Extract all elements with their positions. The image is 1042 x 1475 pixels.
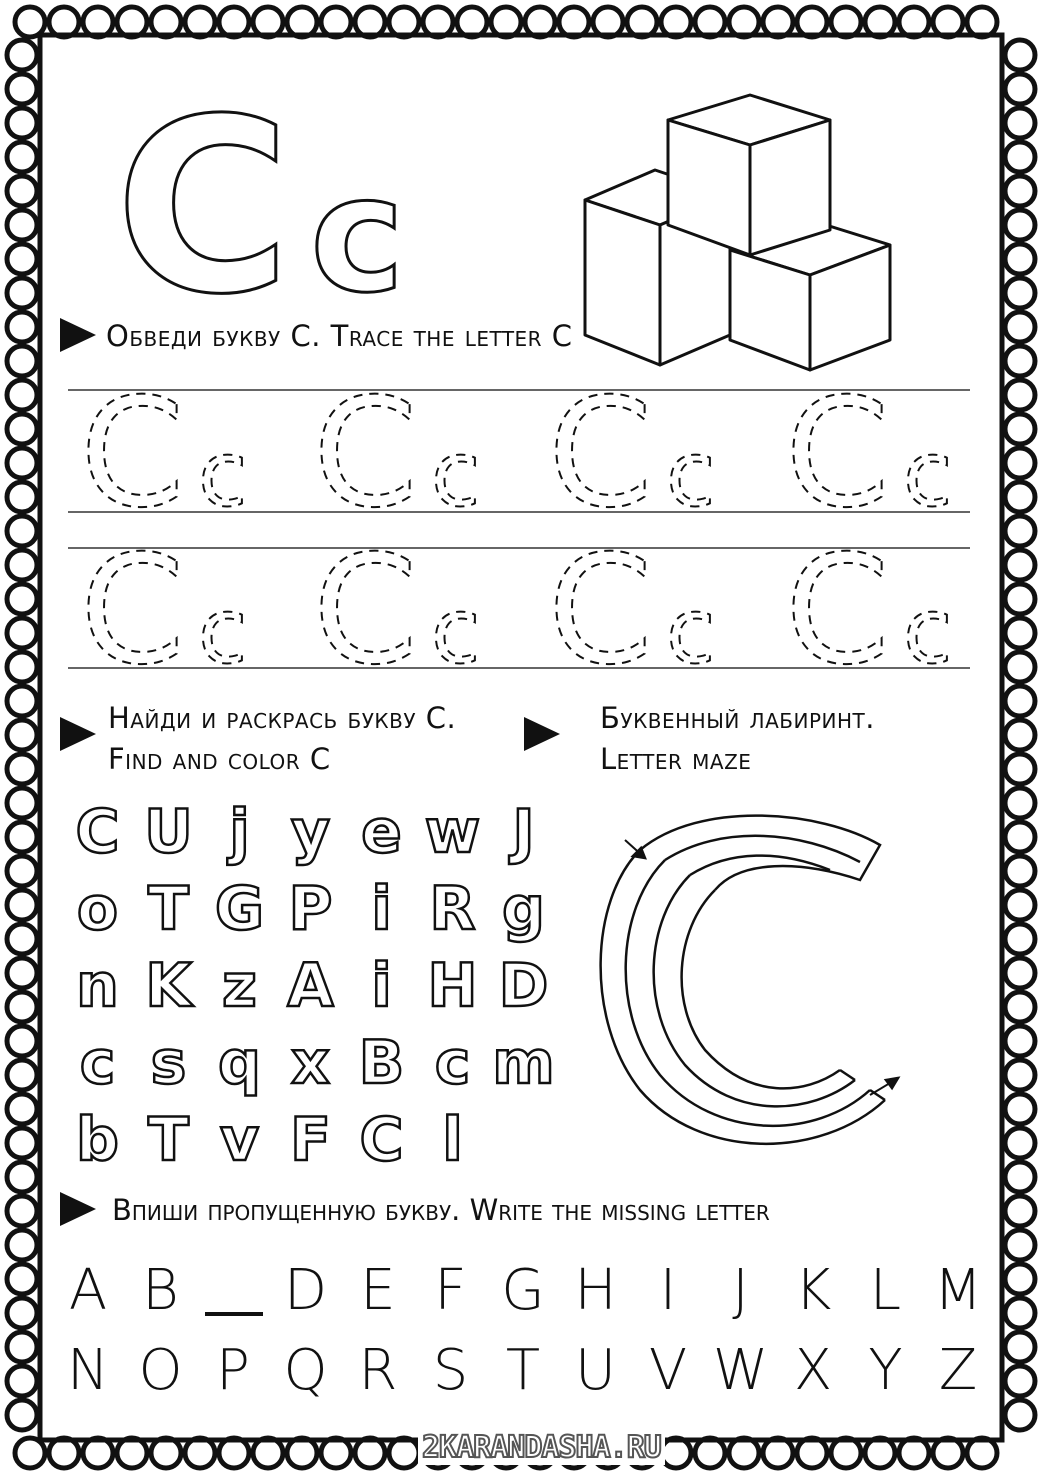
alphabet-letter: F xyxy=(434,1258,467,1323)
trace-letter-upper: C xyxy=(785,524,890,698)
letter-maze xyxy=(599,814,901,1145)
instruction-maze-line1: Буквенный лабиринт. xyxy=(600,701,875,735)
trace-letter-lower: c xyxy=(903,579,952,684)
alphabet-letter: Z xyxy=(938,1338,978,1403)
watermark: 2KARANDASHA.RU xyxy=(418,1429,665,1466)
jumble-letter: m xyxy=(492,1028,555,1098)
alphabet-letter: R xyxy=(358,1338,398,1403)
jumble-letter: l xyxy=(442,1105,463,1175)
bullet-triangle-icon xyxy=(60,1192,96,1226)
instruction-missing: Впиши пропущенную букву. Write the missi… xyxy=(112,1193,770,1227)
trace-letter-lower: c xyxy=(198,422,247,527)
alphabet-letter: Y xyxy=(868,1338,903,1403)
big-letter-upper: C xyxy=(115,67,291,347)
jumble-letter: g xyxy=(502,874,545,944)
jumble-letter: y xyxy=(291,797,330,867)
bullet-triangle-icon xyxy=(524,717,560,751)
jumble-letter: n xyxy=(76,951,119,1021)
cubes-illustration xyxy=(583,93,892,372)
trace-letter-upper: C xyxy=(548,524,653,698)
jumble-letter: A xyxy=(287,951,334,1021)
bullet-triangle-icon xyxy=(60,717,96,751)
tracing-lines xyxy=(68,389,970,669)
alphabet-letter: M xyxy=(933,1258,983,1323)
alphabet-letter: E xyxy=(360,1258,396,1323)
jumble-letter: o xyxy=(77,874,118,944)
trace-letter-upper: C xyxy=(548,367,653,541)
jumble-letter: e xyxy=(361,797,402,867)
trace-letter-lower: c xyxy=(431,422,480,527)
trace-letter-lower: c xyxy=(666,422,715,527)
trace-letter-upper: C xyxy=(313,367,418,541)
jumble-letter: C xyxy=(75,797,119,867)
jumble-letter: v xyxy=(220,1105,259,1175)
alphabet-letter: G xyxy=(501,1258,545,1323)
alphabet-letter: U xyxy=(575,1338,616,1403)
alphabet-letter: D xyxy=(283,1258,328,1323)
alphabet-letter: I xyxy=(659,1258,677,1323)
instruction-maze-line2: Letter maze xyxy=(600,742,752,776)
jumble-letter: G xyxy=(215,874,264,944)
trace-letter-upper: C xyxy=(80,524,185,698)
jumble-letter: K xyxy=(145,951,194,1021)
jumble-letter: q xyxy=(218,1028,261,1098)
alphabet-letter: S xyxy=(432,1338,469,1403)
alphabet-letter: A xyxy=(68,1258,108,1323)
trace-letter-upper: C xyxy=(313,524,418,698)
jumble-letter: b xyxy=(76,1105,119,1175)
trace-letter-lower: c xyxy=(903,422,952,527)
jumble-letter: R xyxy=(429,874,475,944)
jumble-letter: i xyxy=(371,951,392,1021)
alphabet-letter: X xyxy=(793,1338,833,1403)
alphabet-letter: B xyxy=(142,1258,179,1323)
jumble-letter: B xyxy=(359,1028,405,1098)
jumble-letter: x xyxy=(291,1028,330,1098)
trace-letter-upper: C xyxy=(785,367,890,541)
jumble-letter: P xyxy=(289,874,333,944)
jumble-letter: U xyxy=(144,797,193,867)
alphabet-letter: L xyxy=(869,1258,902,1323)
alphabet-letter: N xyxy=(67,1338,109,1403)
jumble-letter: T xyxy=(148,1105,189,1175)
instruction-find-line2: Find and color C xyxy=(108,742,331,776)
jumble-letter: H xyxy=(427,951,477,1021)
alphabet-letter: P xyxy=(216,1338,250,1403)
trace-letter-lower: c xyxy=(666,579,715,684)
alphabet-letter: H xyxy=(574,1258,617,1323)
jumble-letter: T xyxy=(148,874,189,944)
jumble-letter: w xyxy=(425,797,480,867)
instruction-trace: Обведи букву С. Trace the letter C xyxy=(106,319,573,353)
jumble-letter: J xyxy=(508,797,534,867)
jumble-letter: j xyxy=(227,797,250,867)
jumble-letter: C xyxy=(359,1105,403,1175)
scalloped-border xyxy=(4,4,1038,1471)
instruction-find-line1: Найди и раскрась букву С. xyxy=(108,701,457,735)
bullet-triangle-icon xyxy=(60,318,96,352)
alphabet-letter: J xyxy=(732,1258,749,1323)
jumble-letter: s xyxy=(151,1028,187,1098)
jumble-letter: c xyxy=(435,1028,471,1098)
jumble-letter: F xyxy=(290,1105,331,1175)
missing-letter-blank[interactable] xyxy=(205,1312,263,1316)
jumble-letter: D xyxy=(499,951,549,1021)
trace-letter-lower: c xyxy=(198,579,247,684)
trace-letter-upper: C xyxy=(80,367,185,541)
alphabet-letter: Q xyxy=(283,1338,328,1403)
alphabet-letter: T xyxy=(505,1338,541,1403)
alphabet-letter: K xyxy=(794,1258,832,1323)
alphabet-letter: W xyxy=(712,1338,769,1403)
jumble-letter: z xyxy=(222,951,257,1021)
trace-letter-lower: c xyxy=(431,579,480,684)
alphabet-letter: O xyxy=(138,1338,183,1403)
big-letter-lower: c xyxy=(310,141,405,328)
jumble-letter: c xyxy=(80,1028,116,1098)
alphabet-letter: V xyxy=(648,1338,688,1403)
jumble-letter: i xyxy=(371,874,392,944)
